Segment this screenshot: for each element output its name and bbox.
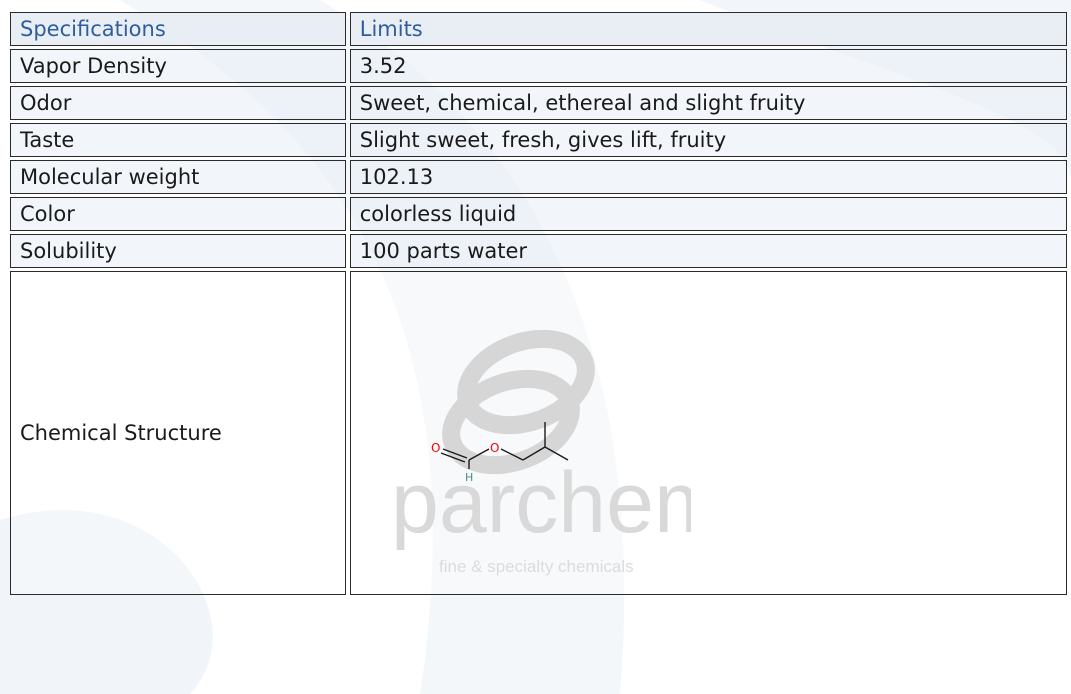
hydrogen-atom-label: H xyxy=(465,471,473,484)
spec-value: 3.52 xyxy=(349,49,1067,83)
header-limits: Limits xyxy=(349,12,1067,46)
table-row: Odor Sweet, chemical, ethereal and sligh… xyxy=(10,86,1067,120)
chemical-structure-row: Chemical Structure parchem fine & specia… xyxy=(10,271,1067,595)
spec-label: Taste xyxy=(10,123,346,157)
spec-value: colorless liquid xyxy=(349,197,1067,231)
spec-label: Solubility xyxy=(10,234,346,268)
specifications-table: Specifications Limits Vapor Density 3.52… xyxy=(6,9,1071,598)
table-row: Vapor Density 3.52 xyxy=(10,49,1067,83)
watermark-brand: parchem xyxy=(391,455,691,551)
spec-label: Vapor Density xyxy=(10,49,346,83)
oxygen-atom-label: O xyxy=(490,441,499,455)
spec-value: Slight sweet, fresh, gives lift, fruity xyxy=(349,123,1067,157)
table-row: Solubility 100 parts water xyxy=(10,234,1067,268)
header-specifications: Specifications xyxy=(10,12,346,46)
watermark-tagline: fine & specialty chemicals xyxy=(439,557,634,576)
oxygen-atom-label: O xyxy=(431,441,440,455)
table-row: Molecular weight 102.13 xyxy=(10,160,1067,194)
spec-label: Chemical Structure xyxy=(10,271,346,595)
table-row: Color colorless liquid xyxy=(10,197,1067,231)
table-row: Taste Slight sweet, fresh, gives lift, f… xyxy=(10,123,1067,157)
spec-value: 102.13 xyxy=(349,160,1067,194)
spec-value: 100 parts water xyxy=(349,234,1067,268)
spec-label: Odor xyxy=(10,86,346,120)
isobutyl-formate-structure: O O H xyxy=(431,422,569,484)
table-header-row: Specifications Limits xyxy=(10,12,1067,46)
spec-value: Sweet, chemical, ethereal and slight fru… xyxy=(349,86,1067,120)
spec-label: Color xyxy=(10,197,346,231)
spec-label: Molecular weight xyxy=(10,160,346,194)
structure-image-cell: parchem fine & specialty chemicals O O H xyxy=(349,271,1067,595)
